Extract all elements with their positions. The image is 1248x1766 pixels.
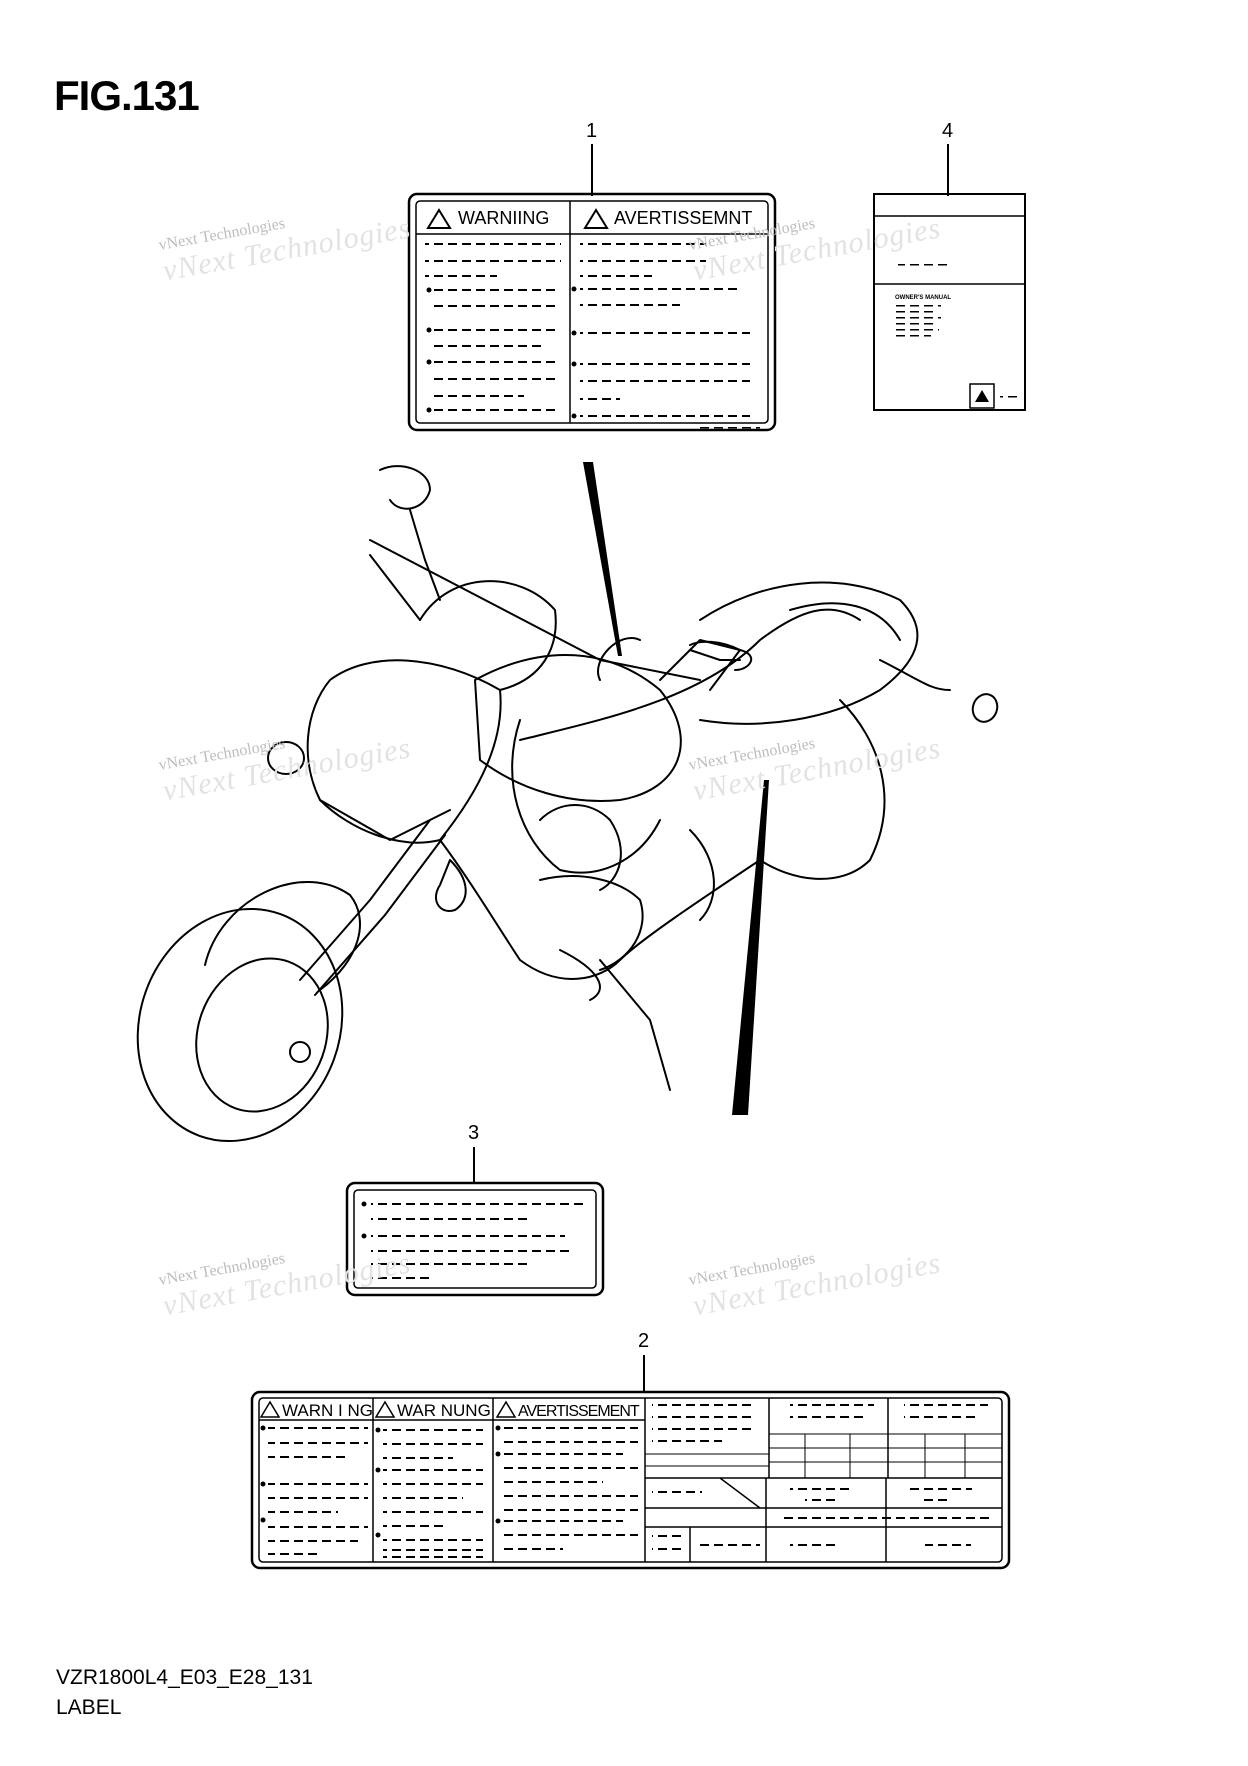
- callout-1: 1: [586, 120, 598, 142]
- callout-3: 3: [468, 1122, 480, 1144]
- label-1: [407, 192, 777, 432]
- pointer-wedge-2: [732, 780, 769, 1115]
- label-1-warning: WARNIING: [458, 208, 549, 228]
- label-2-avertissement: AVERTISSEMENT: [518, 1403, 640, 1420]
- figure-title: FIG.131: [54, 72, 200, 119]
- motorcycle-illustration: [136, 465, 999, 1143]
- callout-2: 2: [638, 1330, 650, 1352]
- label-2: [250, 1390, 1011, 1570]
- label-4: [873, 193, 1026, 411]
- label-4-title: OWNER'S MANUAL: [895, 295, 951, 301]
- label-2-warning: WARN I NG: [282, 1401, 373, 1420]
- pointer-wedge-1: [583, 462, 622, 656]
- section-name: LABEL: [56, 1696, 122, 1719]
- model-code: VZR1800L4_E03_E28_131: [56, 1666, 313, 1689]
- label-2-warnung: WAR NUNG: [397, 1401, 491, 1420]
- callout-4: 4: [942, 120, 954, 142]
- label-3: [345, 1181, 605, 1297]
- label-1-avertissement: AVERTISSEMNT: [614, 208, 752, 228]
